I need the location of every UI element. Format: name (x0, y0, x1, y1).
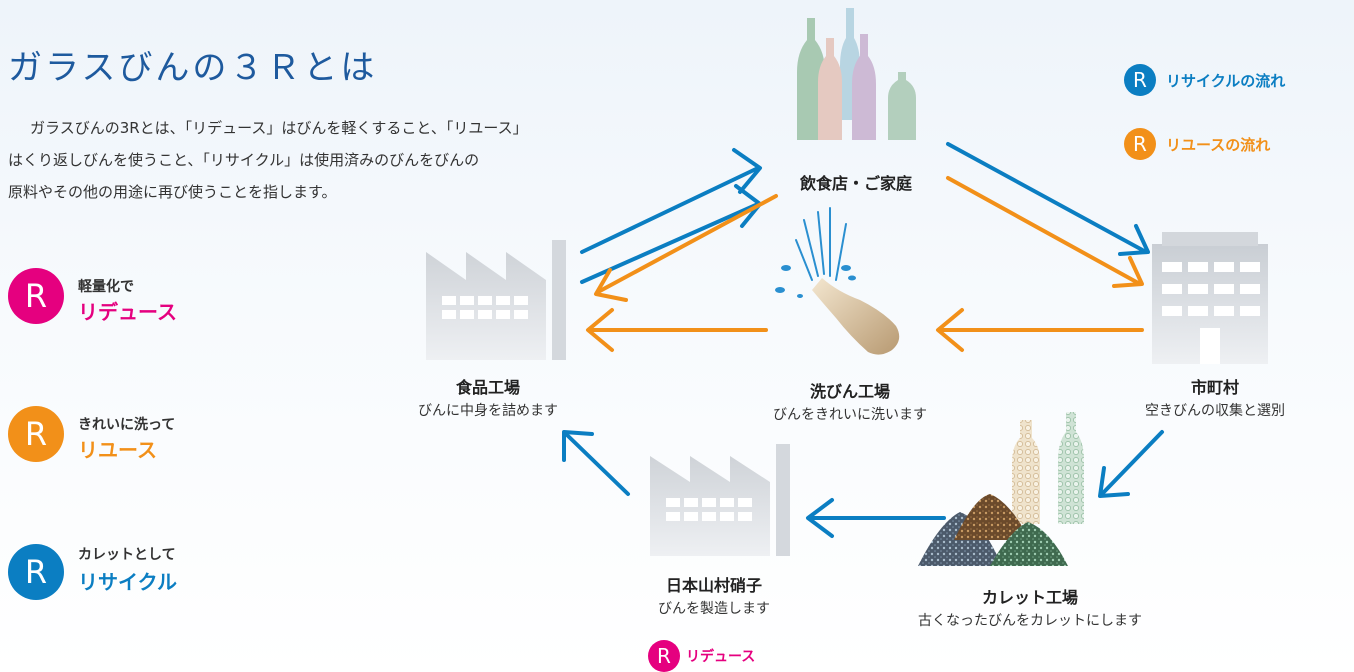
legend-recycle-badge: R (1124, 64, 1156, 96)
arrow-reuse-home-to-city (946, 176, 1144, 288)
cullet-illustration (918, 412, 1084, 566)
arrow-reuse-city-to-washer (936, 308, 1144, 352)
node-city-desc: 空きびんの収集と選別 (1145, 403, 1285, 419)
intro-text: ガラスびんの3Rとは、「リデュース」はびんを軽くすること、「リユース」 はくり返… (8, 112, 528, 208)
node-foodfactory-desc: びんに中身を詰めます (418, 403, 558, 419)
intro-line-1: ガラスびんの3Rとは、「リデュース」はびんを軽くすること、「リユース」 (30, 119, 528, 137)
legend-recycle-label: リサイクルの流れ (1166, 72, 1286, 90)
reuse-label: リユース (78, 438, 157, 462)
node-home-name: 飲食店・ご家庭 (799, 174, 913, 193)
arrow-reuse-washer-to-factory (586, 308, 768, 352)
home-bottles-illustration (797, 8, 916, 140)
recycle-badge: R (8, 544, 64, 600)
intro-line-2: はくり返しびんを使うこと、「リサイクル」は使用済みのびんをびんの (8, 151, 480, 169)
legend-reuse-badge: R (1124, 128, 1156, 160)
node-city-name: 市町村 (1190, 378, 1240, 397)
page-title: ガラスびんの３Ｒとは (8, 48, 378, 88)
arrow-recycle-home-to-city (946, 142, 1150, 256)
arrow-recycle-city-to-cullet (1098, 430, 1164, 498)
arrow-recycle-factory-to-home (580, 148, 762, 254)
node-foodfactory-name: 食品工場 (455, 378, 521, 397)
reduce-sub-label: 軽量化で (78, 279, 134, 295)
arrow-recycle-cullet-to-glassworks (806, 498, 946, 538)
node-cullet-name: カレット工場 (981, 588, 1079, 607)
food-factory-illustration (426, 240, 566, 360)
intro-line-3: 原料やその他の用途に再び使うことを指します。 (8, 183, 337, 201)
bottle-washing-illustration (775, 207, 900, 355)
glassworks-reduce-badge: R (648, 640, 680, 672)
node-washer-name: 洗びん工場 (809, 382, 891, 401)
reduce-badge: R (8, 268, 64, 324)
arrow-recycle-factory-to-home-2 (580, 184, 762, 284)
reuse-sub-label: きれいに洗って (78, 417, 176, 433)
reuse-badge: R (8, 406, 64, 462)
node-glassworks-desc: びんを製造します (658, 601, 770, 617)
recycle-sub-label: カレットとして (78, 547, 176, 563)
glass-factory-illustration (650, 444, 790, 556)
node-cullet-desc: 古くなったびんをカレットにします (918, 613, 1142, 629)
city-hall-illustration (1152, 232, 1268, 364)
node-washer-desc: びんをきれいに洗います (773, 407, 927, 423)
recycle-label: リサイクル (78, 570, 177, 594)
arrow-recycle-glassworks-to-factory (562, 430, 630, 496)
legend-reuse-label: リユースの流れ (1166, 136, 1271, 154)
node-glassworks-name: 日本山村硝子 (665, 576, 763, 595)
glassworks-reduce-label: リデュース (686, 649, 756, 665)
arrow-reuse-home-to-factory (594, 194, 778, 302)
reduce-label: リデュース (78, 300, 177, 324)
